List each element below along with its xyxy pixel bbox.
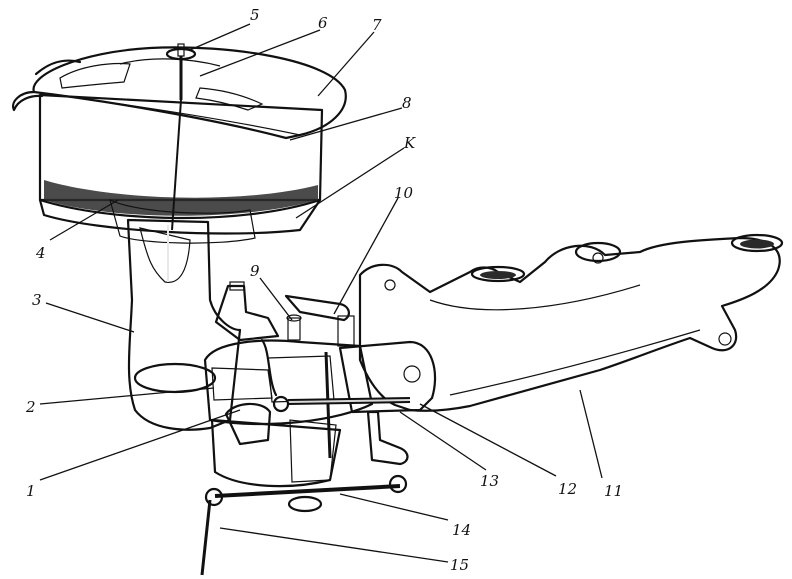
leader-10 <box>333 197 399 315</box>
throttle-lever <box>284 294 350 322</box>
callout-11: 11 <box>604 482 623 500</box>
manifold-body <box>358 236 781 412</box>
throttle-body-grille <box>211 367 273 401</box>
leader-2 <box>39 387 215 405</box>
cover-plate <box>224 402 272 446</box>
manifold <box>358 233 784 412</box>
valve-housing <box>338 340 437 414</box>
callout-6: 6 <box>318 14 328 32</box>
leader-6 <box>199 29 321 77</box>
intake-elbow <box>126 218 242 431</box>
callout-2: 2 <box>25 398 36 416</box>
linkage-rod <box>214 484 401 498</box>
intake-elbow-outlet <box>133 362 217 394</box>
air-cleaner <box>12 43 347 244</box>
carburetor <box>200 281 437 576</box>
leader-5 <box>189 23 251 51</box>
callout-12: 12 <box>558 480 577 498</box>
callout-3: 3 <box>32 291 42 309</box>
leader-9 <box>259 277 293 321</box>
intake-elbow-body <box>126 218 242 431</box>
callout-labels: 5 6 7 8 K 4 3 2 1 9 10 11 12 13 14 15 <box>25 6 623 574</box>
leader-lines <box>39 23 603 563</box>
leader-14 <box>339 493 449 521</box>
callout-10: 10 <box>394 184 414 202</box>
air-cleaner-filter <box>38 93 324 220</box>
leader-3 <box>45 302 135 333</box>
leader-7 <box>317 31 375 97</box>
leader-11 <box>579 389 603 479</box>
float-chamber <box>210 418 342 488</box>
callout-15: 15 <box>450 556 469 574</box>
callout-4: 4 <box>35 244 46 262</box>
leader-12 <box>419 403 557 477</box>
intake-elbow-throat <box>139 227 191 283</box>
cover-grille-left <box>59 62 131 89</box>
leader-15 <box>219 527 449 563</box>
callout-7: 7 <box>372 16 382 34</box>
callout-8: 8 <box>402 94 412 112</box>
leader-4 <box>49 199 119 241</box>
manifold-port-1 <box>470 265 526 283</box>
manifold-port-3-bore <box>740 239 774 249</box>
adjusting-screw-9 <box>287 317 301 341</box>
leader-13 <box>399 411 487 471</box>
air-cleaner-bowl-rim <box>38 198 322 235</box>
center-rod <box>171 99 182 231</box>
callout-14: 14 <box>452 521 471 539</box>
leader-K <box>295 147 405 219</box>
callout-5: 5 <box>250 6 260 24</box>
manifold-port-2 <box>574 241 622 263</box>
carburetor-body <box>203 339 374 426</box>
control-lever <box>200 499 212 576</box>
manifold-bolt-hole <box>718 332 732 346</box>
callout-1: 1 <box>26 482 36 500</box>
manifold-port-3 <box>730 233 784 253</box>
leader-1 <box>39 409 241 481</box>
drain-plug <box>287 495 323 513</box>
valve-nut <box>403 365 421 383</box>
callout-9: 9 <box>250 262 260 280</box>
manifold-port-1-bore <box>480 271 516 279</box>
callout-13: 13 <box>480 472 499 490</box>
cover-hook <box>12 90 44 112</box>
callout-K: K <box>403 134 416 152</box>
fuel-inlet-union <box>214 284 280 342</box>
leader-8 <box>289 107 403 141</box>
air-cleaner-cover <box>32 46 347 140</box>
linkage-bracket <box>366 410 409 466</box>
cover-grille-right <box>195 87 264 111</box>
